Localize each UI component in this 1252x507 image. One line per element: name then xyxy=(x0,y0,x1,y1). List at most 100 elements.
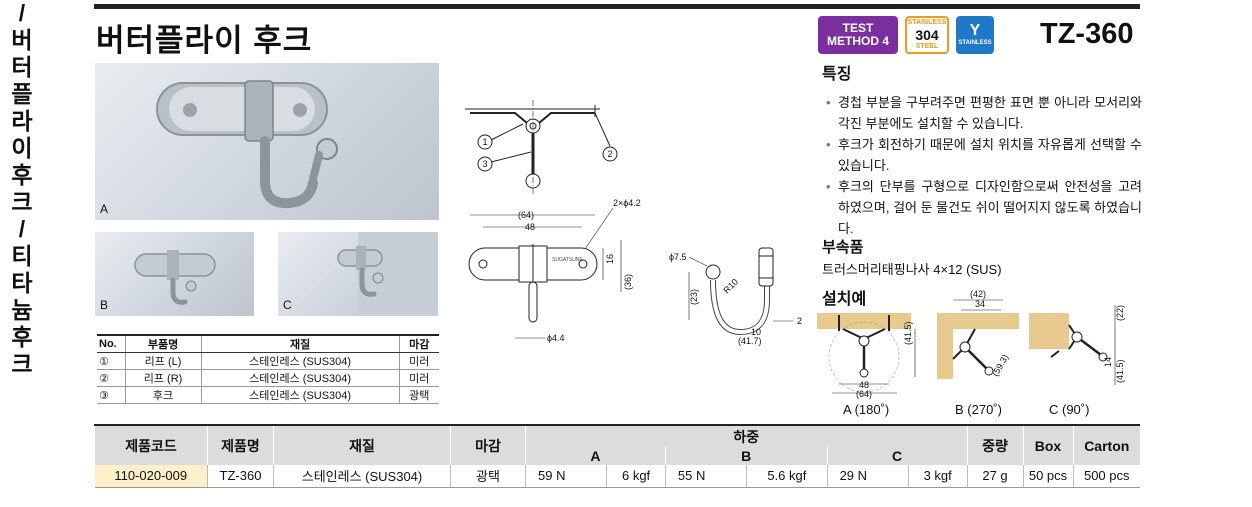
side-category-label: / 버 터 플 라 이 후 크 / 티 타 늄 후 크 xyxy=(0,0,44,377)
side-label-char: 늄 xyxy=(11,297,33,323)
parts-table: No. 부품명 재질 마감 ① 리프 (L) 스테인레스 (SUS304) 미러… xyxy=(97,334,439,404)
stainless-badge: Y STAINLESS xyxy=(956,16,994,54)
side-label-char: 버 xyxy=(11,27,33,53)
list-item: 경첩 부분을 구부려주면 편평한 표면 뿐 아니라 모서리와 각진 부분에도 설… xyxy=(822,92,1142,134)
dim-phi44: ϕ4.4 xyxy=(547,333,565,343)
product-photo-a: A xyxy=(95,63,439,220)
accessory-text: 트러스머리태핑나사 4×12 (SUS) xyxy=(822,262,1002,277)
install-label-a: A (180˚) xyxy=(843,402,889,417)
spec-col-finish: 마감 xyxy=(450,424,526,465)
part-name: 리프 (R) xyxy=(124,369,202,387)
hook-photo-illustration xyxy=(156,80,338,209)
side-label-char: 터 xyxy=(11,54,33,80)
installation-examples: (41.5) 48 (64) A (180˚) (42) 34 (59.3) B… xyxy=(817,289,1125,417)
part-no: ③ xyxy=(97,386,125,404)
callout-1: 1 xyxy=(482,137,487,147)
spec-load-c-kgf: 3 kgf xyxy=(907,465,967,488)
test-badge-line2: METHOD 4 xyxy=(826,34,889,48)
side-label-char: / xyxy=(18,0,26,26)
list-item: 후크가 회전하기 때문에 설치 위치를 자유롭게 선택할 수 있습니다. xyxy=(822,134,1142,176)
install-dim-b-593: (59.3) xyxy=(990,353,1010,378)
part-finish: 미러 xyxy=(398,352,439,370)
dim-10: 10 xyxy=(751,327,761,337)
photo-label-c: C xyxy=(283,298,292,312)
callout-3: 3 xyxy=(482,159,487,169)
model-number: TZ-360 xyxy=(1040,18,1134,50)
spec-load-b-n: 55 N xyxy=(664,465,747,488)
spec-col-load-a: A xyxy=(525,447,666,465)
steel-304-badge: STAINLESS 304 STEEL xyxy=(905,16,949,54)
stainless-badge-label: STAINLESS xyxy=(958,39,992,46)
parts-col-no: No. xyxy=(97,334,125,353)
spec-box: 50 pcs xyxy=(1022,465,1073,488)
install-dim-c-22: (22) xyxy=(1115,305,1125,321)
parts-table-header: No. 부품명 재질 마감 xyxy=(97,334,439,353)
spec-load-c-n: 29 N xyxy=(826,465,909,488)
part-name: 리프 (L) xyxy=(124,352,202,370)
install-label-b: B (270˚) xyxy=(955,402,1002,417)
top-rule xyxy=(94,4,1140,9)
dim-holes: 2×ϕ4.2 xyxy=(613,198,641,208)
spec-col-name: 제품명 xyxy=(207,424,274,465)
install-dim-b-34: 34 xyxy=(975,299,985,309)
spec-code: 110-020-009 xyxy=(94,465,208,488)
spec-col-load-c: C xyxy=(826,447,967,465)
drawing-stamp: SUGATSUNE xyxy=(552,257,583,263)
dim-phi75: ϕ7.5 xyxy=(669,252,687,262)
install-title: 설치예 xyxy=(822,291,867,308)
spec-col-material: 재질 xyxy=(273,424,451,465)
test-method-badge: TEST METHOD 4 xyxy=(818,16,898,54)
stainless-symbol-icon: Y xyxy=(969,21,981,39)
photo-label-b: B xyxy=(100,298,109,312)
spec-col-load-b: B xyxy=(664,447,828,465)
dim-16: 16 xyxy=(605,254,615,264)
side-label-char: 타 xyxy=(11,270,33,296)
side-label-char: 라 xyxy=(11,108,33,134)
spec-col-code: 제품코드 xyxy=(94,424,208,465)
side-label-char: 플 xyxy=(11,81,33,107)
install-dim-c-14: 14 xyxy=(1103,357,1113,367)
list-item: 후크의 단부를 구형으로 디자인함으로써 안전성을 고려하였으며, 걸어 둔 물… xyxy=(822,176,1142,239)
side-label-char: 크 xyxy=(11,351,33,377)
spec-col-load: 하중 xyxy=(525,424,967,447)
spec-carton: 500 pcs xyxy=(1072,465,1140,488)
features-section: 특징 경첩 부분을 구부려주면 편평한 표면 뿐 아니라 모서리와 각진 부분에… xyxy=(822,60,1142,239)
product-photo-c: C xyxy=(278,232,438,316)
table-row: ② 리프 (R) 스테인레스 (SUS304) 미러 xyxy=(97,369,439,387)
dim-23: (23) xyxy=(689,289,699,305)
spec-name: TZ-360 xyxy=(207,465,274,488)
spec-header-row: 제품코드 제품명 재질 마감 하중 중량 Box Carton xyxy=(94,424,1140,465)
install-dim-c-415: (41.5) xyxy=(1115,359,1125,383)
install-dim-a-64: (64) xyxy=(856,389,872,399)
install-dim-b-42: (42) xyxy=(970,289,986,299)
side-label-char: 후 xyxy=(11,162,33,188)
test-badge-line1: TEST xyxy=(842,21,874,35)
table-row: ① 리프 (L) 스테인레스 (SUS304) 미러 xyxy=(97,352,439,370)
spec-col-box: Box xyxy=(1022,424,1073,465)
part-name: 후크 xyxy=(124,386,202,404)
install-dim-a-415: (41.5) xyxy=(903,321,913,345)
page-title: 버터플라이 후크 xyxy=(96,23,313,58)
dim-r10: R10 xyxy=(721,277,740,296)
spec-subheader-row: A B C xyxy=(95,447,1141,465)
side-label-char: / xyxy=(18,216,26,242)
part-no: ② xyxy=(97,369,125,387)
dim-2: 2 xyxy=(797,316,802,326)
spec-weight: 27 g xyxy=(966,465,1023,488)
features-list: 경첩 부분을 구부려주면 편평한 표면 뿐 아니라 모서리와 각진 부분에도 설… xyxy=(822,92,1142,239)
steel-badge-bottom: STEEL xyxy=(915,43,939,50)
install-dim-a-48: 48 xyxy=(859,380,869,390)
hook-photo-b-illustration xyxy=(134,250,216,305)
install-label-c: C (90˚) xyxy=(1049,402,1089,417)
technical-drawing: 1 3 2 (64) 48 2×ϕ4.2 SUGATSUNE 16 (36) ϕ… xyxy=(465,100,802,346)
side-label-char: 티 xyxy=(11,243,33,269)
part-no: ① xyxy=(97,352,125,370)
part-finish: 광택 xyxy=(398,386,439,404)
photo-label-a: A xyxy=(100,202,109,216)
dim-36: (36) xyxy=(623,274,633,290)
table-row: ③ 후크 스테인레스 (SUS304) 광택 xyxy=(97,386,439,404)
part-finish: 미러 xyxy=(398,369,439,387)
spec-col-weight: 중량 xyxy=(966,424,1023,465)
callout-2: 2 xyxy=(607,149,612,159)
parts-col-material: 재질 xyxy=(200,334,400,353)
